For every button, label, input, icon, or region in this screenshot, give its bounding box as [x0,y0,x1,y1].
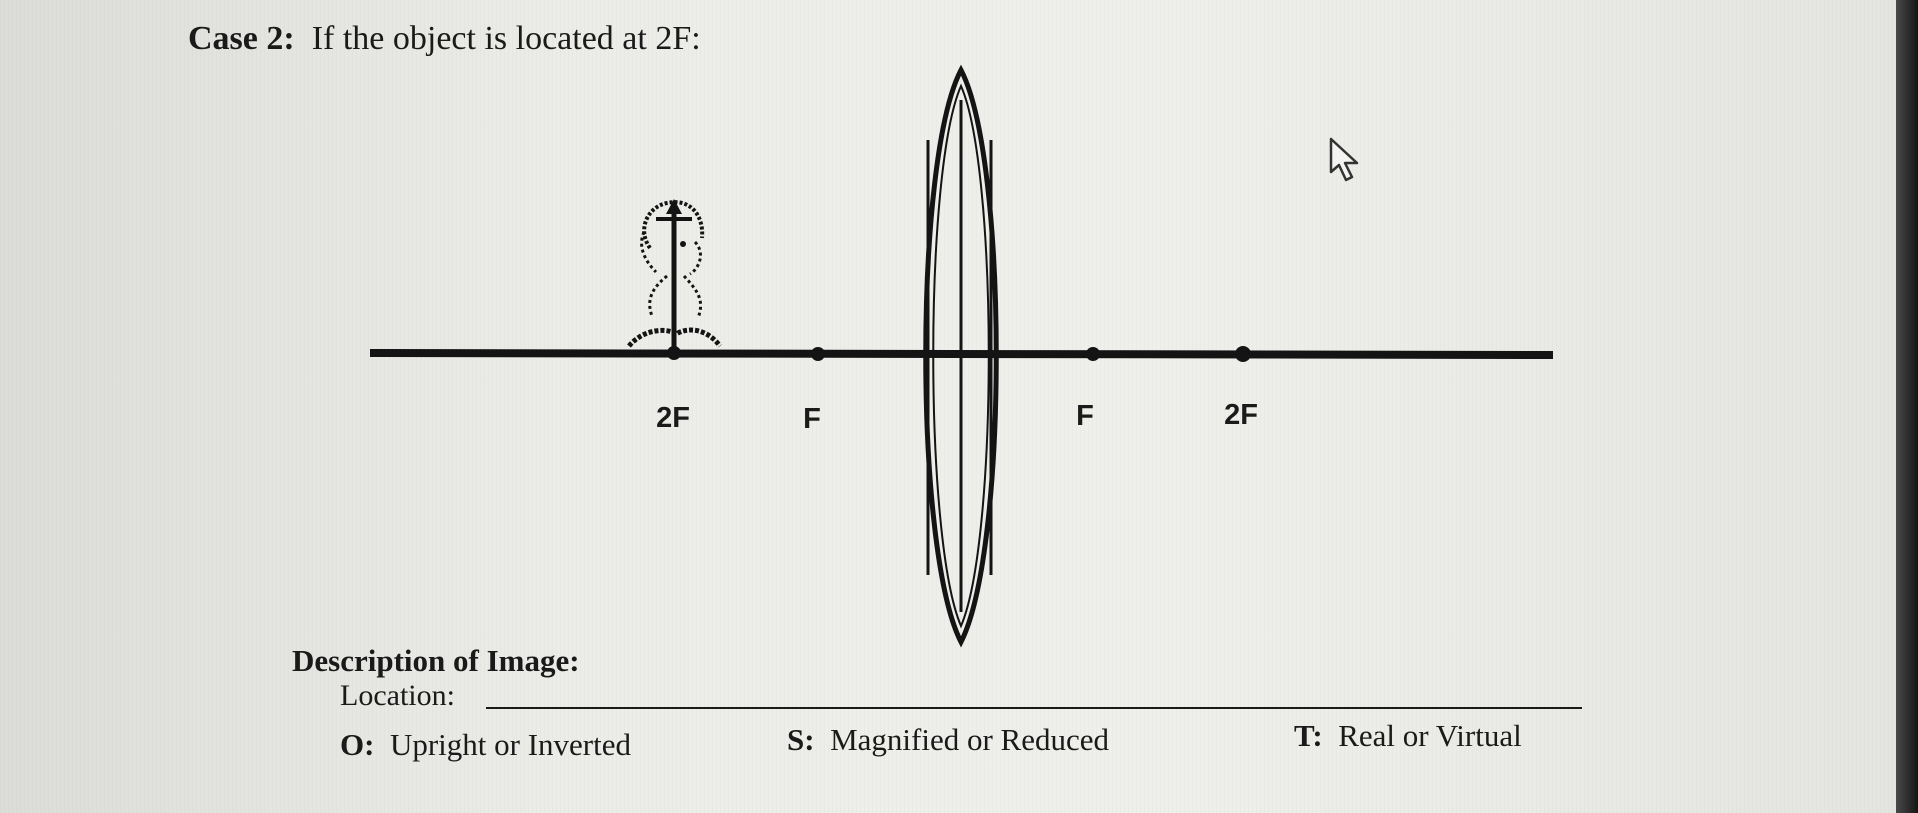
label-f-right: F [1076,400,1094,432]
label-2f-left: 2F [656,402,690,434]
label-2f-right: 2F [1224,399,1258,431]
case-label: Case 2: [188,20,295,57]
case-text: If the object is located at 2F: [311,20,701,57]
orientation-key: O: [340,727,375,762]
orientation-text: Upright or Inverted [389,727,631,762]
size-key: S: [787,722,815,757]
point-2f-left [667,346,681,360]
type-key: T: [1294,718,1323,753]
stick-figure-object-icon [627,199,722,353]
convex-lens [923,64,999,648]
label-f-left: F [803,403,821,435]
object-figure [627,199,722,353]
size-option: S: Magnified or Reduced [787,722,1109,758]
mouse-pointer-icon [1328,136,1362,191]
orientation-option: O: Upright or Inverted [340,727,631,763]
type-text: Real or Virtual [1338,718,1522,753]
type-option: T: Real or Virtual [1294,718,1522,754]
point-2f-right [1235,346,1251,362]
point-f-left [811,347,825,361]
size-text: Magnified or Reduced [830,722,1109,757]
case-title: Case 2: If the object is located at 2F: [188,20,701,58]
point-f-right [1086,347,1100,361]
lens-inner-outline [932,83,990,629]
location-answer-line[interactable] [486,707,1582,709]
location-label: Location: [340,679,455,712]
description-title: Description of Image: [292,643,580,678]
monitor-bezel-edge [1896,0,1918,813]
